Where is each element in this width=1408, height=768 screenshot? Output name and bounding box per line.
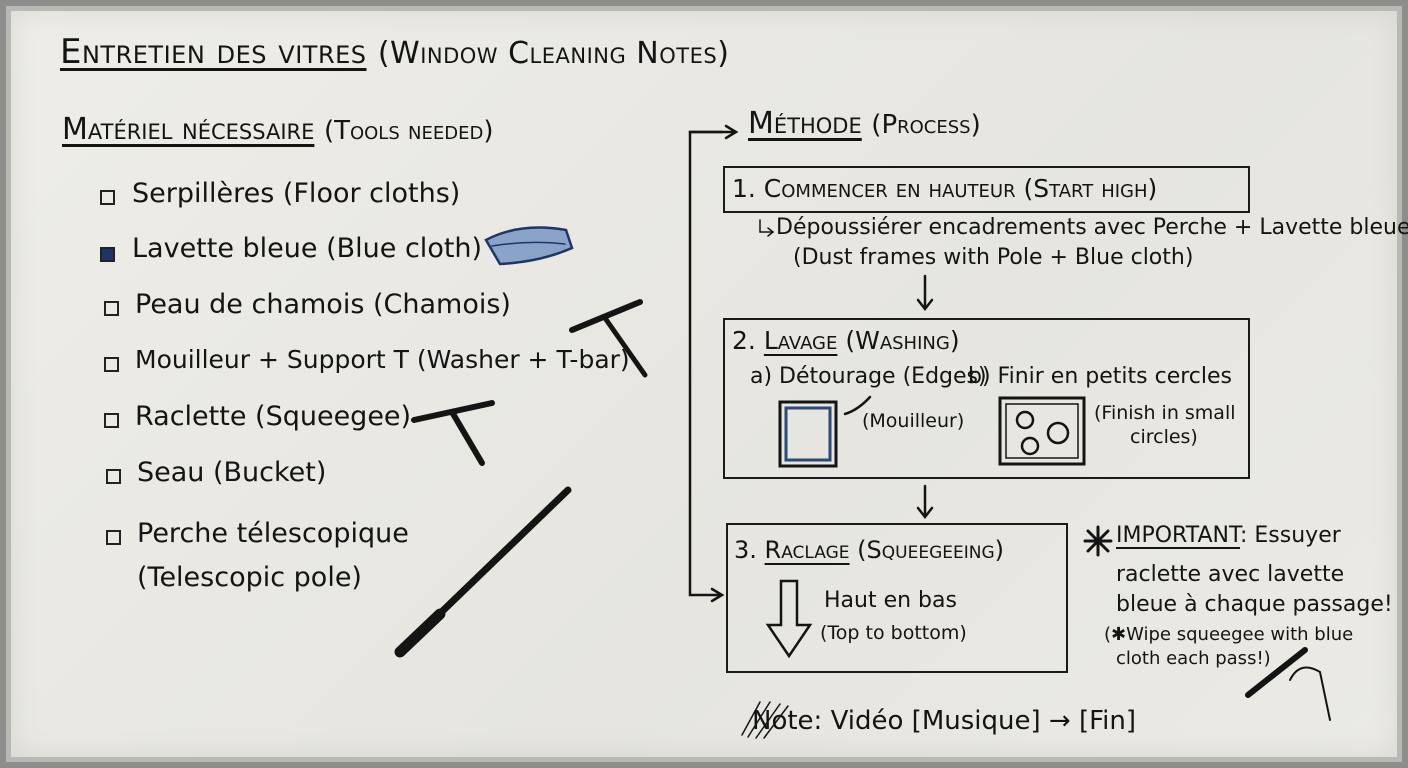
method-heading-en: (Process) [871, 110, 981, 140]
list-item: Seau (Bucket) [137, 457, 327, 488]
board-title: Entretien des vitres (Window Cleaning No… [60, 32, 729, 72]
squeegee-wipe-icon [1245, 647, 1331, 721]
list-item: Lavette bleue (Blue cloth) [132, 233, 483, 264]
step2-box [723, 318, 1250, 479]
step1-box [723, 166, 1250, 213]
step1-detail-en: (Dust frames with Pole + Blue cloth) [793, 245, 1194, 270]
list-item: Mouilleur + Support T (Washer + T-bar) [135, 345, 630, 374]
step2-num: 2. [732, 326, 756, 355]
checkbox-checked[interactable] [100, 247, 115, 262]
step3-line2: (Top to bottom) [820, 622, 967, 644]
checkbox[interactable] [104, 413, 119, 428]
step2-b: b) Finir en petits cercles [968, 364, 1232, 389]
important-note: IMPORTANT: Essuyer [1116, 523, 1341, 548]
step2-a-note: (Mouilleur) [862, 410, 965, 432]
telescopic-pole-icon [394, 486, 572, 658]
step2-b-note-2: circles) [1130, 426, 1198, 448]
window-circles-icon [998, 396, 1086, 466]
t-bar-washer-icon [569, 299, 648, 378]
big-down-arrow-icon [765, 579, 813, 659]
sub-arrow-icon [759, 219, 775, 237]
step3-title-fr: Raclage [764, 536, 850, 564]
window-edges-icon [778, 395, 872, 468]
step2-a: a) Détourage (Edges) [750, 364, 987, 389]
important-line2: raclette avec lavette [1116, 562, 1345, 587]
squeegee-icon [411, 400, 495, 466]
down-arrow-icon [916, 274, 934, 520]
step2-title: 2. Lavage (Washing) [732, 326, 960, 355]
step3-line1: Haut en bas [824, 588, 957, 613]
checkbox[interactable] [106, 469, 121, 484]
checkbox[interactable] [106, 530, 121, 545]
step3-title-en: (Squeegeeing) [857, 536, 1004, 564]
step1-title: 1. Commencer en hauteur (Start high) [732, 174, 1158, 203]
important-line3: bleue à chaque passage! [1116, 592, 1393, 617]
step3-box [726, 523, 1068, 673]
flow-arrow [688, 124, 739, 603]
list-item: Perche télescopique [137, 518, 409, 549]
important-label: IMPORTANT [1116, 523, 1240, 548]
footer-note: Note: Vidéo [Musique] → [Fin] [752, 706, 1136, 736]
method-heading: Méthode (Process) [748, 106, 981, 141]
title-sub: (Window Cleaning Notes) [377, 36, 730, 71]
title-main: Entretien des vitres [60, 32, 367, 72]
list-item: Serpillères (Floor cloths) [132, 178, 461, 209]
step3-num: 3. [734, 536, 757, 564]
important-en2: cloth each pass!) [1116, 648, 1271, 669]
checkbox[interactable] [100, 190, 115, 205]
asterisk-icon [1083, 525, 1113, 557]
note-scribble-icon [741, 701, 789, 739]
method-heading-fr: Méthode [748, 106, 862, 141]
step2-title-fr: Lavage [763, 326, 838, 355]
step2-b-note: (Finish in small [1094, 402, 1236, 424]
blue-cloth-icon [484, 226, 574, 266]
important-en1: (✱Wipe squeegee with blue [1104, 624, 1354, 645]
checkbox[interactable] [104, 357, 119, 372]
note-text: : Vidéo [Musique] → [Fin] [813, 706, 1136, 736]
step3-title: 3. Raclage (Squeegeeing) [734, 536, 1004, 564]
note-label: Note [752, 706, 814, 736]
tools-heading-fr: Matériel nécessaire [62, 112, 315, 147]
tools-heading-en: (Tools needed) [323, 116, 494, 146]
list-item: Raclette (Squeegee) [135, 401, 412, 432]
step2-title-en: (Washing) [845, 326, 960, 355]
tools-heading: Matériel nécessaire (Tools needed) [62, 112, 493, 147]
important-rest: : Essuyer [1240, 523, 1341, 548]
step1-detail: Dépoussiérer encadrements avec Perche + … [776, 215, 1408, 240]
list-item-line2: (Telescopic pole) [137, 562, 362, 593]
checkbox[interactable] [104, 301, 119, 316]
list-item: Peau de chamois (Chamois) [135, 289, 511, 320]
